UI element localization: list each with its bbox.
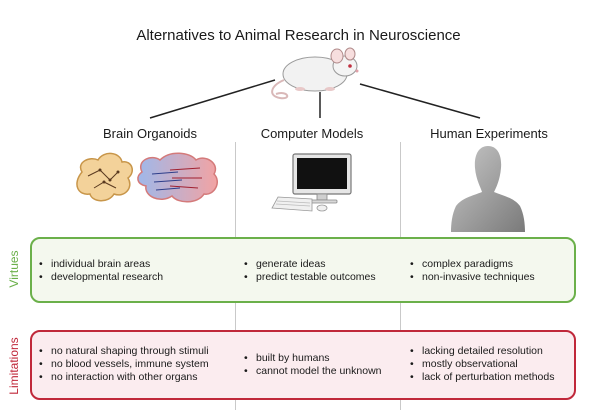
list-item: no natural shaping through stimuli (39, 345, 233, 358)
list-item: lack of perturbation methods (410, 371, 570, 384)
list-item: cannot model the unknown (244, 365, 394, 378)
brain-organoid-icon-connected (137, 152, 218, 203)
row-label-virtues: Virtues (7, 250, 21, 288)
list-item: developmental research (39, 271, 229, 284)
list-item: non-invasive techniques (410, 271, 570, 284)
column-heading-organoids: Brain Organoids (103, 126, 197, 141)
column-heading-human: Human Experiments (430, 126, 548, 141)
computer-icon (271, 153, 352, 212)
diagram-title: Alternatives to Animal Research in Neuro… (136, 27, 461, 44)
limitations-list-human: lacking detailed resolution mostly obser… (410, 345, 570, 384)
row-label-limitations: Limitations (7, 337, 21, 395)
list-item: no interaction with other organs (39, 371, 233, 384)
brain-organoid-icon (76, 152, 133, 202)
connector-line-organoids (149, 79, 276, 119)
list-item: lacking detailed resolution (410, 345, 570, 358)
list-item: individual brain areas (39, 258, 229, 271)
list-item: predict testable outcomes (244, 271, 394, 284)
connector-line-human (359, 83, 481, 119)
column-heading-computer: Computer Models (260, 126, 364, 141)
limitations-list-computer: built by humans cannot model the unknown (244, 352, 394, 378)
list-item: no blood vessels, immune system (39, 358, 233, 371)
mouse-icon (271, 47, 359, 100)
list-item: mostly observational (410, 358, 570, 371)
list-item: generate ideas (244, 258, 394, 271)
limitations-list-organoids: no natural shaping through stimuli no bl… (39, 345, 233, 384)
virtues-list-computer: generate ideas predict testable outcomes (244, 258, 394, 284)
list-item: complex paradigms (410, 258, 570, 271)
virtues-list-organoids: individual brain areas developmental res… (39, 258, 229, 284)
list-item: built by humans (244, 352, 394, 365)
virtues-list-human: complex paradigms non-invasive technique… (410, 258, 570, 284)
human-silhouette-icon (451, 146, 525, 232)
